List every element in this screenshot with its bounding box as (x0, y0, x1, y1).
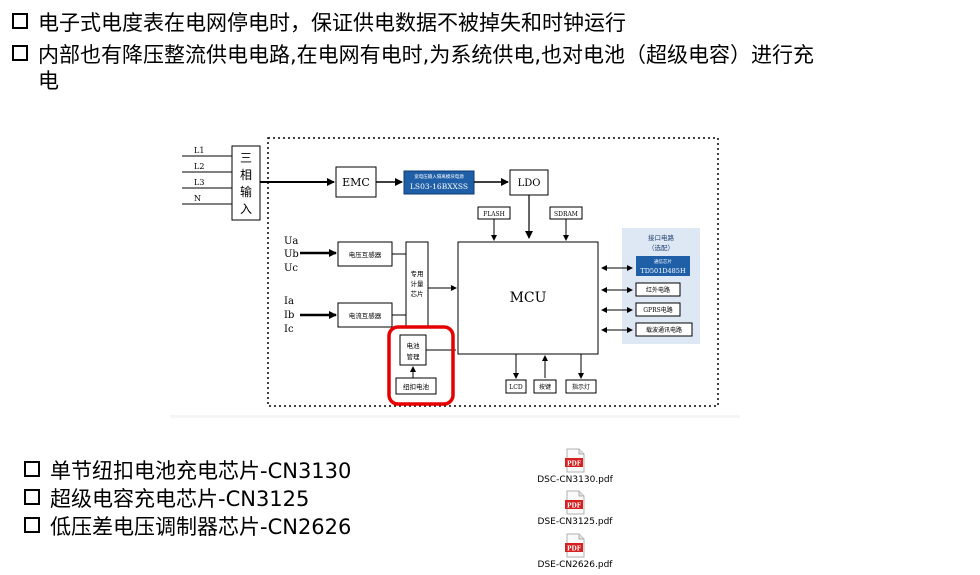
keypad-label: 按键 (539, 383, 551, 391)
square-bullet-icon (24, 517, 40, 533)
square-bullet-icon (24, 461, 40, 477)
bullet-cn3130: 单节纽扣电池充电芯片-CN3130 (24, 457, 351, 485)
three-phase-char: 输 (240, 184, 252, 199)
indicator-box (565, 379, 597, 394)
meter-boundary (267, 137, 719, 407)
emc-box (335, 166, 377, 198)
input-lines: L1 L2 L3 N (182, 146, 232, 205)
pdf-file-icon[interactable]: PDF (564, 448, 586, 474)
pdf-filename[interactable]: DSE-CN2626.pdf (537, 560, 613, 570)
bullet-text: 电子式电度表在电网停电时，保证供电数据不被掉失和时钟运行 (38, 11, 626, 35)
input-label-l2: L2 (194, 162, 204, 171)
bullet-cn3125: 超级电容充电芯片-CN3125 (24, 485, 309, 513)
input-label-l1: L1 (194, 146, 204, 155)
battery-mgmt-label: 电池 (407, 341, 421, 350)
pdf-attachment-cn3130[interactable]: PDF DSC-CN3130.pdf (520, 448, 630, 485)
metering-chip-label: 芯片 (411, 289, 424, 298)
comm-chip-desc: 通信芯片 (654, 258, 672, 265)
lcd-label: LCD (509, 384, 523, 391)
voltage-input-label: Ub (284, 249, 299, 260)
sdram-label: SDRAM (554, 211, 578, 218)
bullet-text: 单节纽扣电池充电芯片-CN3130 (50, 459, 352, 483)
button-cell-box (395, 377, 437, 395)
meter-block-diagram: L1 L2 L3 N 三 相 输 入 EMC 宽电压输入隔离模块电源 LS03-… (170, 130, 740, 418)
input-label-n: N (194, 194, 201, 203)
three-phase-char: 入 (240, 202, 252, 216)
infrared-label: 红外电路 (646, 286, 670, 294)
interface-panel-title: 接口电路 (648, 233, 675, 242)
battery-highlight (387, 325, 455, 406)
emc-label: EMC (342, 176, 370, 189)
lcd-box (505, 379, 527, 394)
three-phase-input-box (231, 145, 261, 221)
current-input-label: Ic (284, 324, 294, 335)
infrared-box (635, 282, 681, 297)
comm-chip-model: TD501D485H (640, 267, 686, 275)
current-input-label: Ib (284, 310, 294, 321)
pdf-file-icon[interactable]: PDF (564, 490, 586, 516)
pdf-filename[interactable]: DSC-CN3130.pdf (537, 475, 613, 485)
ldo-box (509, 169, 549, 196)
pdf-attachment-cn3125[interactable]: PDF DSE-CN3125.pdf (520, 490, 630, 527)
bullet-text-line2: 电 (38, 69, 59, 93)
bullet-cn2626: 低压差电压调制器芯片-CN2626 (24, 513, 351, 541)
battery-mgmt-label: 管理 (407, 352, 421, 361)
keypad-box (533, 379, 557, 394)
bullet-power-supply: 内部也有降压整流供电电路,在电网有电时,为系统供电,也对电池（超级电容）进行充 … (12, 42, 962, 94)
metering-chip-label: 专用 (411, 269, 424, 278)
button-cell-label: 纽扣电池 (403, 382, 430, 391)
pdf-filename[interactable]: DSE-CN3125.pdf (537, 517, 613, 527)
input-label-l3: L3 (194, 178, 204, 187)
power-module-model: LS03-16BXXSS (410, 182, 468, 191)
gprs-box (635, 302, 681, 317)
voltage-transformer-box (337, 241, 393, 267)
square-bullet-icon (12, 13, 28, 29)
bullet-power-outage: 电子式电度表在电网停电时，保证供电数据不被掉失和时钟运行 (12, 10, 626, 36)
current-transformer-label: 电流互感器 (349, 311, 382, 320)
interface-panel-subtitle: （选配） (648, 243, 674, 252)
power-module-desc: 宽电压输入隔离模块电源 (414, 173, 464, 180)
voltage-input-label: Ua (284, 236, 298, 247)
mcu-box (457, 241, 599, 355)
svg-text:PDF: PDF (567, 461, 582, 468)
carrier-label: 载波通讯电路 (646, 326, 682, 334)
battery-mgmt-box (399, 334, 427, 366)
bullet-text: 超级电容充电芯片-CN3125 (50, 487, 310, 511)
bullet-text: 低压差电压调制器芯片-CN2626 (50, 515, 352, 539)
metering-chip-label: 计量 (411, 279, 425, 288)
bullet-text-line1: 内部也有降压整流供电电路,在电网有电时,为系统供电,也对电池（超级电容）进行充 (38, 43, 815, 67)
comm-chip-box (636, 256, 690, 276)
mcu-label: MCU (510, 290, 547, 306)
gprs-label: GPRS电路 (643, 306, 672, 314)
square-bullet-icon (12, 45, 28, 61)
three-phase-char: 三 (240, 151, 252, 165)
ldo-label: LDO (518, 178, 541, 189)
svg-text:PDF: PDF (567, 503, 582, 510)
three-phase-char: 相 (240, 168, 252, 182)
carrier-box (635, 322, 693, 337)
voltage-input-label: Uc (284, 263, 298, 274)
square-bullet-icon (24, 489, 40, 505)
svg-text:PDF: PDF (567, 546, 582, 553)
indicator-label: 指示灯 (572, 383, 590, 391)
current-transformer-box (337, 302, 393, 328)
pdf-file-icon[interactable]: PDF (564, 533, 586, 559)
pdf-attachment-cn2626[interactable]: PDF DSE-CN2626.pdf (520, 533, 630, 570)
flash-label: FLASH (483, 211, 505, 218)
voltage-transformer-label: 电压互感器 (349, 250, 382, 259)
current-input-label: Ia (284, 296, 294, 307)
